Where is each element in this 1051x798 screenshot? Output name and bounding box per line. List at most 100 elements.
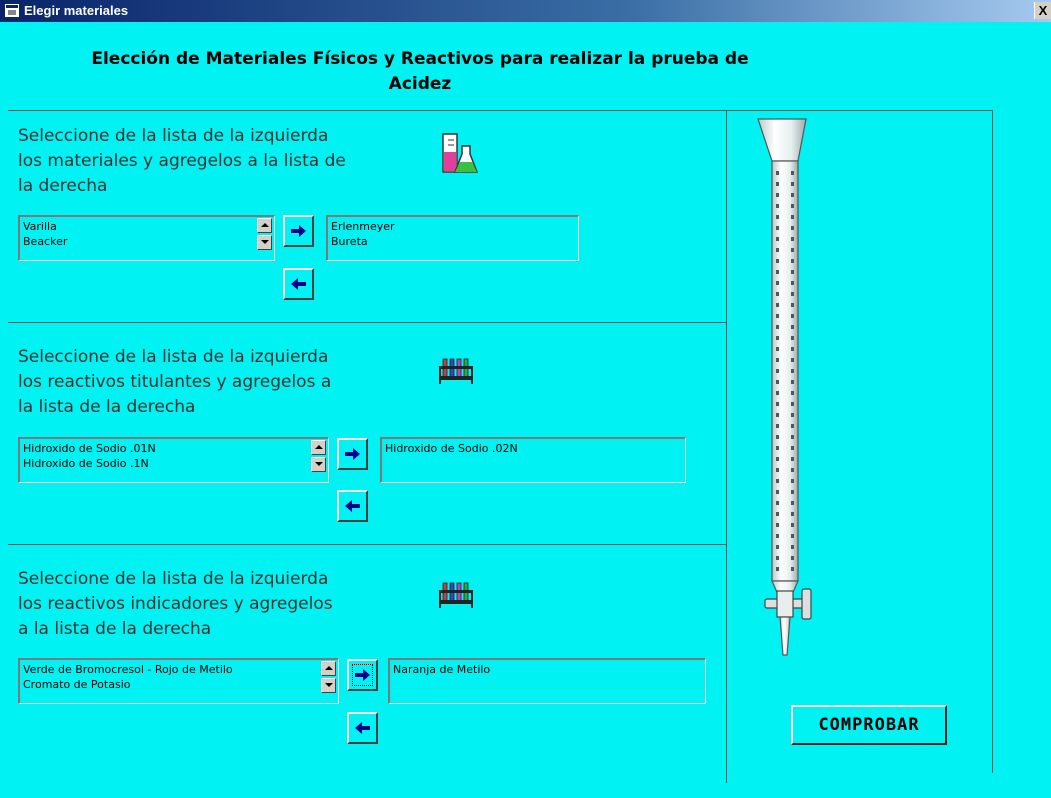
graduation-mark bbox=[776, 226, 779, 230]
check-button[interactable]: COMPROBAR bbox=[791, 705, 947, 745]
instruction-line: los reactivos indicadores y agregelos bbox=[18, 594, 333, 614]
chevron-up-icon bbox=[261, 223, 269, 227]
titrants-selected-list[interactable]: Hidroxido de Sodio .02N bbox=[380, 437, 686, 483]
graduation-mark bbox=[776, 424, 779, 428]
scroll-up-button[interactable] bbox=[321, 661, 336, 676]
graduation-mark bbox=[776, 545, 779, 549]
graduation-mark bbox=[791, 325, 794, 329]
graduation-mark bbox=[791, 369, 794, 373]
close-button[interactable]: X bbox=[1034, 2, 1051, 19]
graduation-mark bbox=[776, 270, 779, 274]
add-indicator-button[interactable] bbox=[347, 659, 378, 691]
instruction-line: la derecha bbox=[18, 176, 108, 196]
add-material-button[interactable] bbox=[283, 215, 314, 247]
graduation-mark bbox=[776, 413, 779, 417]
graduation-mark bbox=[791, 391, 794, 395]
graduation-mark bbox=[776, 402, 779, 406]
list-item[interactable]: Beacker bbox=[23, 235, 68, 248]
chevron-up-icon bbox=[315, 445, 323, 449]
heading-line-2: Acidez bbox=[388, 74, 452, 94]
graduation-mark bbox=[791, 270, 794, 274]
right-arrow-icon bbox=[291, 225, 306, 237]
scroll-down-button[interactable] bbox=[321, 678, 336, 693]
graduation-mark bbox=[776, 391, 779, 395]
test-tube-rack-icon bbox=[439, 358, 473, 384]
list-item[interactable]: Verde de Bromocresol - Rojo de Metilo bbox=[23, 663, 233, 676]
graduation-mark bbox=[791, 534, 794, 538]
title-bar: Elegir materiales X bbox=[0, 0, 1051, 22]
indicators-available-list[interactable]: Verde de Bromocresol - Rojo de Metilo Cr… bbox=[18, 658, 339, 704]
graduation-mark bbox=[791, 204, 794, 208]
titrants-available-list[interactable]: Hidroxido de Sodio .01N Hidroxido de Sod… bbox=[18, 437, 329, 483]
list-item[interactable]: Cromato de Potasio bbox=[23, 678, 131, 691]
left-arrow-icon bbox=[291, 278, 306, 290]
list-item[interactable]: Naranja de Metilo bbox=[393, 663, 491, 676]
graduation-mark bbox=[776, 380, 779, 384]
titrants-instruction: Seleccione de la lista de la izquierda l… bbox=[18, 345, 378, 420]
section-divider-1 bbox=[8, 322, 726, 323]
graduation-mark bbox=[791, 523, 794, 527]
scroll-up-button[interactable] bbox=[257, 218, 272, 233]
graduation-mark bbox=[776, 468, 779, 472]
graduation-mark bbox=[791, 215, 794, 219]
graduation-mark bbox=[791, 435, 794, 439]
graduation-mark bbox=[791, 314, 794, 318]
instruction-line: la lista de la derecha bbox=[18, 397, 196, 417]
graduation-mark bbox=[791, 490, 794, 494]
graduation-mark bbox=[776, 336, 779, 340]
list-item[interactable]: Bureta bbox=[331, 235, 368, 248]
graduation-mark bbox=[791, 424, 794, 428]
remove-indicator-button[interactable] bbox=[347, 712, 378, 744]
graduation-mark bbox=[791, 226, 794, 230]
graduation-mark bbox=[776, 523, 779, 527]
instruction-line: los materiales y agregelos a la lista de bbox=[18, 151, 346, 171]
heading-line-1: Elección de Materiales Físicos y Reactiv… bbox=[91, 49, 749, 69]
list-item[interactable]: Hidroxido de Sodio .02N bbox=[385, 442, 518, 455]
add-titrant-button[interactable] bbox=[337, 438, 368, 470]
graduation-mark bbox=[791, 292, 794, 296]
graduation-mark bbox=[791, 193, 794, 197]
materials-selected-list[interactable]: Erlenmeyer Bureta bbox=[326, 215, 579, 261]
window-title: Elegir materiales bbox=[24, 3, 129, 18]
graduation-mark bbox=[791, 281, 794, 285]
graduation-mark bbox=[791, 248, 794, 252]
graduation-mark bbox=[776, 446, 779, 450]
graduation-mark bbox=[776, 303, 779, 307]
scroll-down-button[interactable] bbox=[311, 457, 326, 472]
graduation-mark bbox=[776, 435, 779, 439]
burette-graduations bbox=[776, 171, 794, 571]
graduation-mark bbox=[776, 182, 779, 186]
instruction-line: Seleccione de la lista de la izquierda bbox=[18, 126, 329, 146]
graduation-mark bbox=[791, 556, 794, 560]
right-frame-border bbox=[992, 110, 993, 773]
list-scrollbar[interactable] bbox=[257, 218, 272, 252]
graduation-mark bbox=[776, 479, 779, 483]
list-scrollbar[interactable] bbox=[321, 661, 336, 695]
graduation-mark bbox=[776, 347, 779, 351]
right-arrow-icon bbox=[345, 448, 360, 460]
chevron-down-icon bbox=[325, 683, 333, 687]
graduation-mark bbox=[791, 457, 794, 461]
page-heading: Elección de Materiales Físicos y Reactiv… bbox=[60, 47, 780, 97]
list-item[interactable]: Hidroxido de Sodio .01N bbox=[23, 442, 156, 455]
remove-titrant-button[interactable] bbox=[337, 490, 368, 522]
graduation-mark bbox=[791, 358, 794, 362]
list-item[interactable]: Hidroxido de Sodio .1N bbox=[23, 457, 149, 470]
scroll-down-button[interactable] bbox=[257, 235, 272, 250]
list-scrollbar[interactable] bbox=[311, 440, 326, 474]
remove-material-button[interactable] bbox=[283, 268, 314, 300]
materials-available-list[interactable]: Varilla Beacker bbox=[18, 215, 275, 261]
graduation-mark bbox=[791, 303, 794, 307]
graduation-mark bbox=[776, 369, 779, 373]
graduation-mark bbox=[791, 468, 794, 472]
graduation-mark bbox=[791, 171, 794, 175]
graduation-mark bbox=[791, 413, 794, 417]
list-item[interactable]: Erlenmeyer bbox=[331, 220, 395, 233]
list-item[interactable]: Varilla bbox=[23, 220, 57, 233]
graduation-mark bbox=[791, 501, 794, 505]
indicators-selected-list[interactable]: Naranja de Metilo bbox=[388, 658, 706, 704]
graduation-mark bbox=[776, 215, 779, 219]
graduation-mark bbox=[791, 237, 794, 241]
scroll-up-button[interactable] bbox=[311, 440, 326, 455]
